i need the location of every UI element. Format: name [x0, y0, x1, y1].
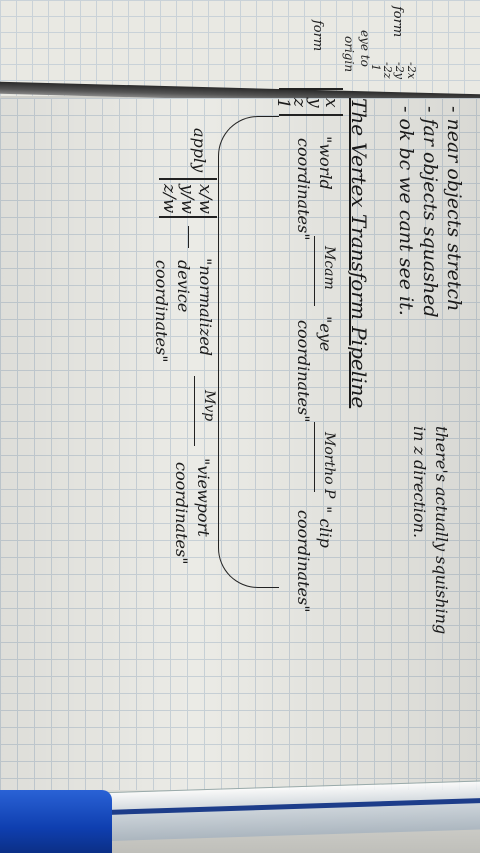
handwritten-notes: - near objects stretch - far objects squ… — [5, 76, 475, 776]
stage-viewport-line-1: "viewport — [194, 458, 213, 537]
right-note-line-1: there's actually squishing — [432, 426, 451, 635]
apply-label: apply — [190, 128, 209, 173]
main-notebook-page — [0, 98, 480, 798]
bullet-near-objects: - near objects stretch — [443, 106, 465, 312]
stage-eye-line-1: "eye — [316, 316, 335, 352]
arrow-world-to-eye — [314, 236, 315, 306]
bullet-far-objects: - far objects squashed — [419, 106, 441, 318]
stage-ndc-line-3: coordinates" — [152, 260, 171, 363]
right-note-line-2: in z direction. — [410, 426, 429, 539]
stage-world-line-1: "world — [316, 136, 335, 190]
matrix-world-1: 1 — [273, 98, 293, 109]
stage-clip-line-1: " clip — [316, 506, 335, 548]
top-word-form-2: form — [310, 20, 325, 52]
arrow-label-mcam: Mcam — [321, 246, 337, 290]
arrow-eye-to-clip — [314, 422, 315, 492]
pipeline-title: The Vertex Transform Pipeline — [347, 98, 371, 409]
stage-ndc-line-2: device — [174, 260, 193, 313]
matrix-w-z: z/w — [159, 184, 179, 214]
loop-back-arrow — [218, 116, 279, 588]
arrow-ndc-to-viewport — [194, 376, 195, 446]
arrow-to-ndc — [188, 226, 189, 248]
matrix-w-y: y/w — [177, 184, 197, 214]
bullet-ok-cant-see: - ok bc we cant see it. — [395, 106, 417, 316]
arrow-label-mortho: Mortho P — [321, 432, 337, 499]
top-notebook-page — [0, 0, 480, 96]
matrix-w-x: x/w — [195, 184, 215, 214]
top-word-form: form — [390, 6, 405, 38]
top-matrix-val-4: 1 — [369, 64, 382, 71]
stage-clip-line-2: coordinates" — [294, 510, 313, 613]
stage-viewport-line-2: coordinates" — [172, 462, 191, 565]
top-note-origin: origin — [342, 36, 356, 73]
stage-world-line-2: coordinates" — [294, 138, 313, 241]
top-note-eye-to: eye to — [358, 30, 372, 67]
arrow-label-mvp: Mvp — [201, 390, 217, 422]
page-shadow — [0, 98, 480, 798]
stage-ndc-line-1: "normalized — [196, 258, 215, 357]
pen-cap — [0, 790, 112, 853]
stage-eye-line-2: coordinates" — [294, 320, 313, 423]
